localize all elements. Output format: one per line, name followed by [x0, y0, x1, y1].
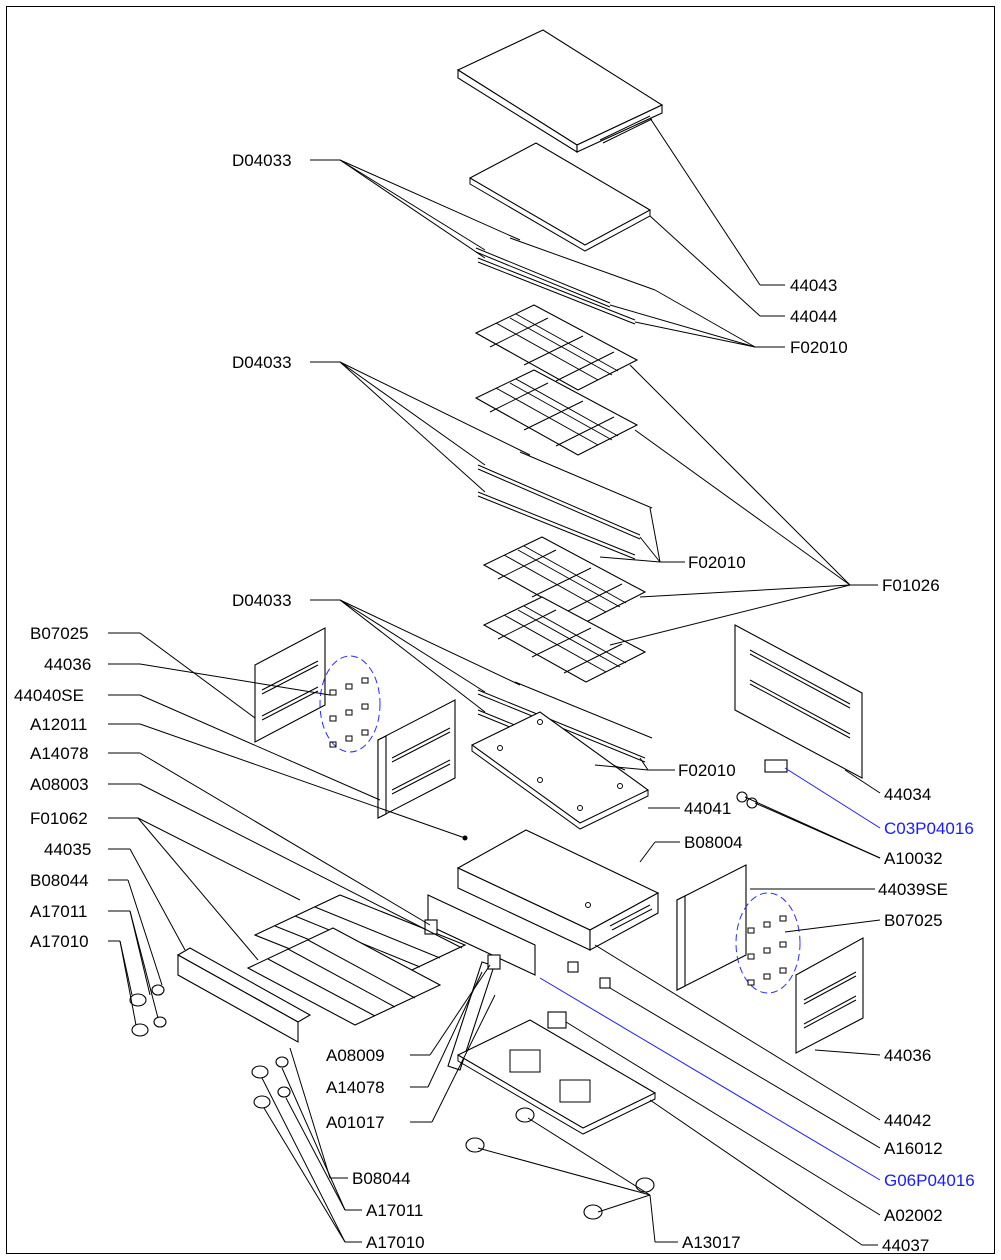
part-connector-c03: [736, 759, 788, 809]
callout-44043: 44043: [790, 276, 837, 295]
part-left-feet: [129, 984, 291, 1109]
callout-f01062: F01062: [30, 809, 88, 828]
callout-c03p04016: C03P04016: [884, 819, 974, 838]
callout-44040se: 44040SE: [14, 686, 84, 705]
part-base-plate: [470, 711, 650, 830]
diagram-frame: [6, 6, 995, 1254]
callout-44039se: 44039SE: [878, 880, 948, 899]
callout-a10032: A10032: [884, 849, 943, 868]
part-wire-shelf-1: [474, 304, 639, 391]
callout-f01026: F01026: [882, 576, 940, 595]
callout-d04033-mid: D04033: [232, 353, 292, 372]
part-left-side-panel: [254, 627, 326, 743]
part-right-frame: [676, 864, 801, 994]
callout-f02010-top: F02010: [790, 338, 848, 357]
callout-b07025-right: B07025: [884, 911, 943, 930]
callout-44035: 44035: [44, 840, 91, 859]
callout-44044: 44044: [790, 307, 837, 326]
callout-a08003: A08003: [30, 775, 89, 794]
part-wire-shelf-4: [482, 596, 647, 683]
callout-44036-left: 44036: [44, 655, 91, 674]
part-top-cover: [456, 29, 664, 153]
part-sensor-a02002: [547, 1011, 567, 1029]
callout-44034: 44034: [884, 785, 931, 804]
callout-labels: D04033 44043 44044 F02010 D04033 F02010 …: [14, 151, 975, 1255]
callout-b08044-left: B08044: [30, 871, 89, 890]
part-left-frame: [377, 699, 456, 819]
leader-lines: [108, 117, 881, 1246]
callout-g06p04016: G06P04016: [884, 1171, 975, 1190]
part-front-strip: [176, 947, 312, 1043]
callout-a17010-left: A17010: [30, 932, 89, 951]
callout-a14078-left: A14078: [30, 744, 89, 763]
part-control-panel: [424, 894, 611, 989]
callout-a17011-bottom: A17011: [366, 1201, 423, 1220]
callout-d04033-low: D04033: [232, 591, 292, 610]
callout-44036-right: 44036: [884, 1046, 931, 1065]
part-right-side-panel: [795, 937, 864, 1054]
callout-b07025-left: B07025: [30, 624, 89, 643]
part-rods-set-2: [477, 451, 653, 560]
callout-a12011: A12011: [30, 715, 87, 734]
callout-b08004: B08004: [684, 833, 743, 852]
part-wire-shelf-2: [474, 369, 639, 456]
part-left-bracket-set: [319, 655, 381, 753]
callout-a17010-bottom: A17010: [366, 1233, 425, 1252]
part-rods-set-1: [475, 237, 656, 325]
callout-44042: 44042: [884, 1111, 931, 1130]
part-main-housing: [456, 829, 660, 951]
part-bottom-wire-racks: [246, 894, 467, 1026]
part-back-panel: [734, 624, 863, 779]
callout-a02002: A02002: [884, 1206, 943, 1225]
part-pipe: [447, 954, 501, 1071]
callout-a17011-left: A17011: [30, 902, 87, 921]
callout-a16012: A16012: [884, 1139, 943, 1158]
callout-a14078-bottom: A14078: [326, 1078, 385, 1097]
callout-b08044-bottom: B08044: [352, 1169, 411, 1188]
callout-44041: 44041: [684, 799, 731, 818]
parts-drawing: [129, 29, 864, 1220]
callout-d04033-top: D04033: [232, 151, 292, 170]
callout-a01017: A01017: [326, 1113, 385, 1132]
part-bottom-plate: [456, 1019, 657, 1135]
part-wire-shelf-3: [482, 536, 647, 623]
part-top-plate: [468, 142, 652, 252]
part-knobs-a13017: [465, 1107, 655, 1220]
callout-f02010-mid: F02010: [688, 553, 746, 572]
callout-f02010-low: F02010: [678, 761, 736, 780]
callout-a13017: A13017: [682, 1233, 741, 1252]
callout-44037: 44037: [882, 1236, 929, 1255]
callout-a08009: A08009: [326, 1046, 385, 1065]
